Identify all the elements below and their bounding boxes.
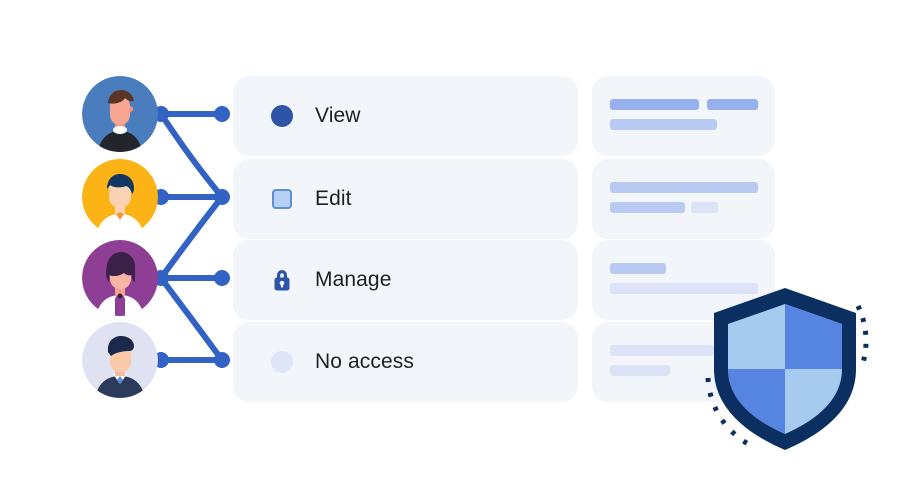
- permission-row-edit[interactable]: Edit: [233, 159, 578, 239]
- skeleton-bar: [707, 99, 758, 110]
- skeleton-bar: [610, 283, 758, 294]
- permission-label: View: [315, 104, 361, 127]
- detail-card-2[interactable]: [592, 159, 775, 239]
- lock-icon: [270, 268, 294, 292]
- skeleton-bar: [610, 365, 670, 376]
- user-avatar-1[interactable]: [82, 76, 158, 152]
- node-right-0: [214, 106, 230, 122]
- user-avatar-3[interactable]: [82, 240, 158, 316]
- empty-circle-icon: [270, 350, 294, 374]
- checkbox-icon[interactable]: [270, 187, 294, 211]
- skeleton-bar: [610, 119, 717, 130]
- permission-row-no-access[interactable]: No access: [233, 322, 578, 402]
- link-curve-0-1: [158, 111, 225, 200]
- skeleton-bar: [610, 182, 758, 193]
- node-right-2: [214, 270, 230, 286]
- filled-circle-icon: [270, 104, 294, 128]
- skeleton-bar: [610, 263, 666, 274]
- skeleton-bar: [610, 99, 699, 110]
- permission-row-view[interactable]: View: [233, 76, 578, 156]
- node-right-3: [214, 352, 230, 368]
- skeleton-bar: [691, 202, 718, 213]
- permission-label: Edit: [315, 187, 352, 210]
- permission-row-manage[interactable]: Manage: [233, 240, 578, 320]
- skeleton-bar: [610, 202, 685, 213]
- user-avatar-2[interactable]: [82, 159, 158, 235]
- link-curve-2-3: [158, 275, 225, 363]
- detail-card-1[interactable]: [592, 76, 775, 156]
- link-curve-1-2: [158, 194, 225, 281]
- skeleton-bar: [610, 345, 714, 356]
- user-avatar-4[interactable]: [82, 322, 158, 398]
- node-right-1: [214, 189, 230, 205]
- permission-label: Manage: [315, 268, 392, 291]
- permission-label: No access: [315, 350, 414, 373]
- security-shield-illustration: [705, 288, 869, 450]
